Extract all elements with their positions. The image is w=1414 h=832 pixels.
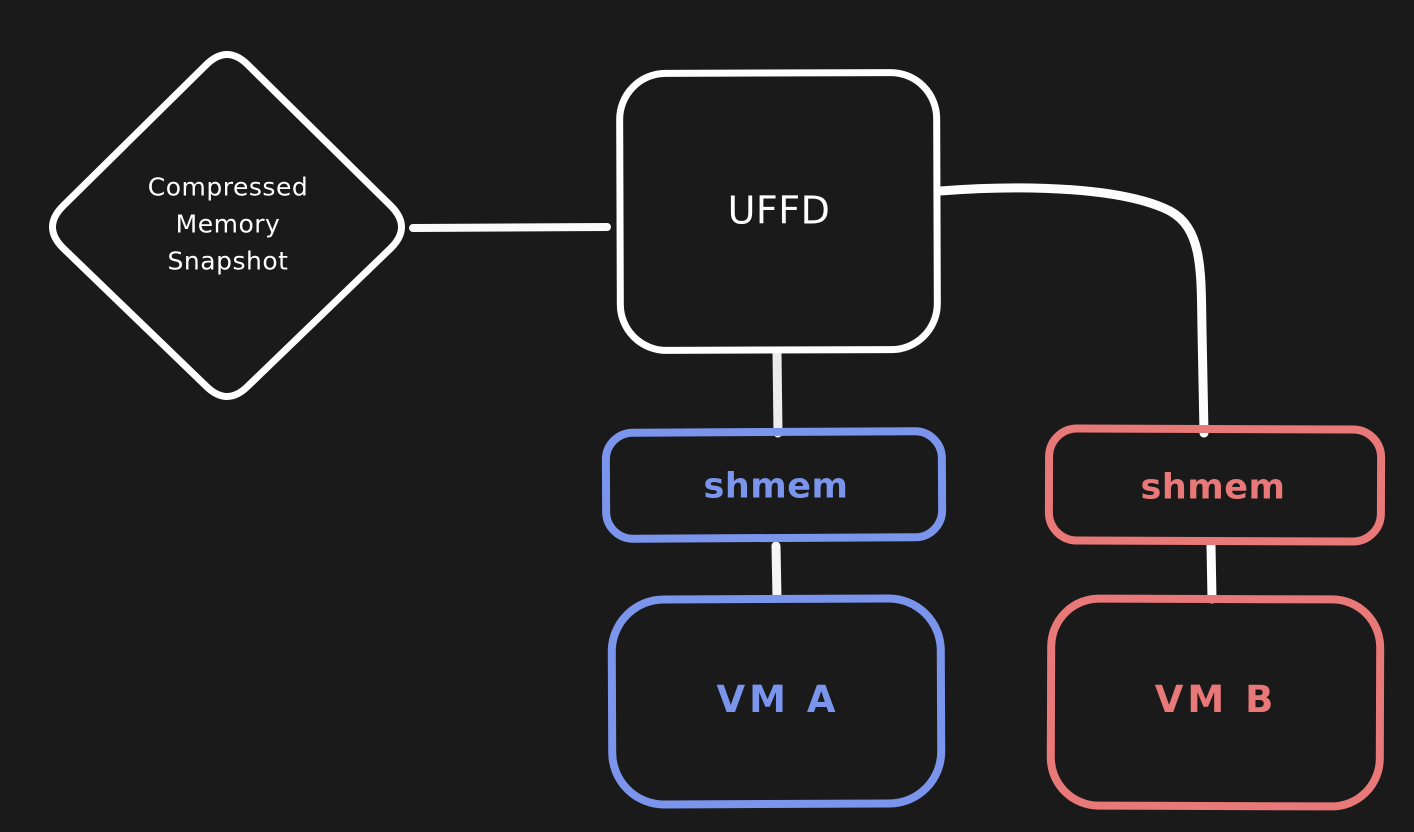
shmem-b-box-shape[interactable] <box>1044 424 1386 546</box>
snapshot-node-label[interactable]: Compressed Memory Snapshot <box>147 172 309 276</box>
edge-uffd-to-shmem-a[interactable] <box>772 347 783 438</box>
edge-shmem-a-to-vm-a[interactable] <box>771 541 782 603</box>
vm-b-box-shape[interactable] <box>1046 594 1385 811</box>
snapshot-diamond-shape[interactable] <box>49 51 405 400</box>
vm-a-box-shape[interactable] <box>607 594 946 809</box>
edge-snapshot-to-uffd[interactable] <box>409 223 611 232</box>
edge-uffd-to-shmem-b[interactable] <box>935 183 1209 438</box>
shmem-b-node-label[interactable]: shmem <box>1140 467 1286 508</box>
vm-b-node-label[interactable]: VM B <box>1154 678 1278 722</box>
vm-a-node-label[interactable]: VM A <box>716 678 840 722</box>
shmem-a-node-label[interactable]: shmem <box>703 466 849 507</box>
uffd-node-label[interactable]: UFFD <box>727 188 831 233</box>
uffd-box-shape[interactable] <box>616 69 941 354</box>
edge-shmem-b-to-vm-b[interactable] <box>1206 540 1217 604</box>
shmem-a-box-shape[interactable] <box>601 427 947 543</box>
